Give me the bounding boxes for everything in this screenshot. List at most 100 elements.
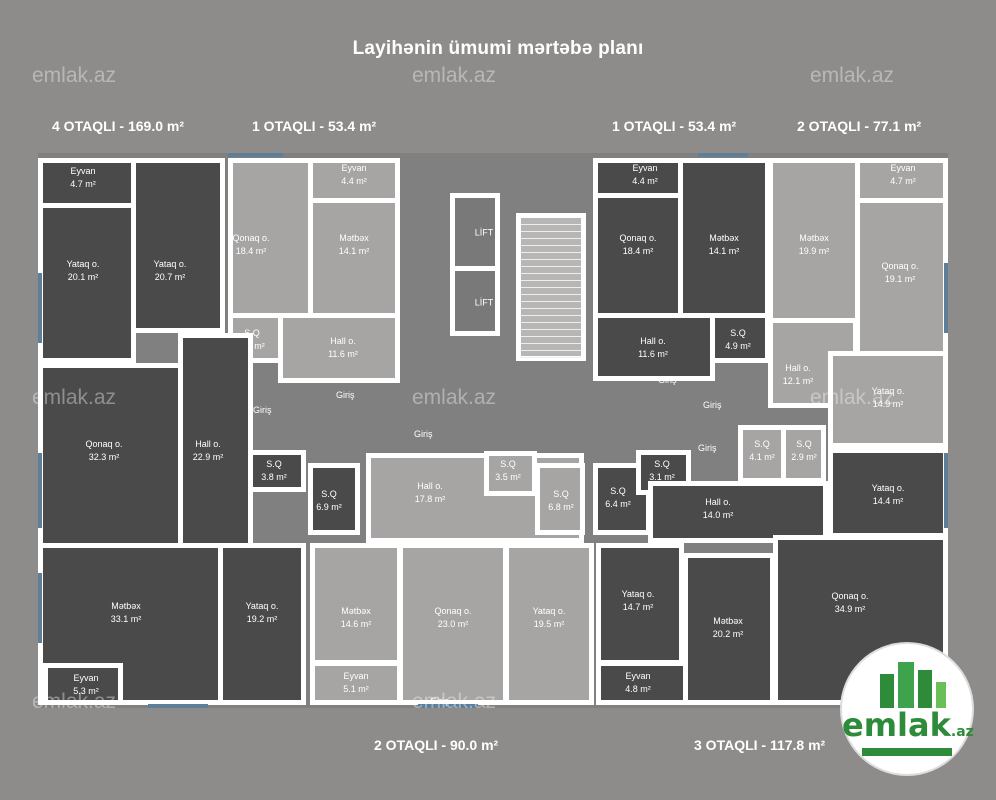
entrance-label: Giriş bbox=[658, 375, 677, 385]
watermark: emlak.az bbox=[32, 386, 117, 409]
room-hall-b bbox=[593, 313, 715, 381]
room-label: Qonaq o.23.0 m² bbox=[434, 606, 472, 629]
window bbox=[148, 704, 208, 708]
watermark: emlak.az bbox=[32, 690, 117, 713]
room-eyvan-f bbox=[596, 661, 688, 705]
room-matbax-e bbox=[310, 543, 402, 665]
room-yataq-a bbox=[38, 203, 136, 363]
room-label: Qonaq o.34.9 m² bbox=[831, 591, 869, 614]
window bbox=[418, 704, 478, 708]
room-label: Qonaq o.32.3 m² bbox=[85, 439, 123, 462]
apartment-label: 3 OTAQLI - 117.8 m² bbox=[694, 737, 826, 753]
watermark: emlak.az bbox=[412, 690, 497, 713]
apartment-label: 2 OTAQLI - 90.0 m² bbox=[374, 737, 499, 753]
room-matbax-a bbox=[308, 198, 400, 318]
room-matbax-f bbox=[683, 553, 775, 705]
room-yataq-d bbox=[218, 543, 306, 705]
room-label: Hall o.17.8 m² bbox=[414, 481, 446, 504]
lift-label: LİFT bbox=[474, 297, 494, 308]
watermark: emlak.az bbox=[412, 64, 497, 87]
apartment-label: 2 OTAQLI - 77.1 m² bbox=[797, 118, 922, 134]
room-label: Yataq o.19.2 m² bbox=[245, 601, 279, 624]
window bbox=[228, 153, 283, 157]
watermark: emlak.az bbox=[32, 64, 117, 87]
entrance-label: Giriş bbox=[414, 429, 433, 439]
watermark: emlak.az bbox=[810, 64, 895, 87]
room-label: Yataq o.20.7 m² bbox=[153, 259, 187, 282]
room-hall-a bbox=[278, 313, 400, 383]
logo-band bbox=[862, 748, 952, 756]
room-label: Hall o.11.6 m² bbox=[638, 336, 668, 359]
room-hall-f bbox=[648, 481, 828, 543]
room-label: Yataq o.14.7 m² bbox=[621, 589, 655, 612]
window bbox=[698, 153, 748, 157]
lift-2 bbox=[450, 266, 500, 336]
room-qonaq-a bbox=[228, 158, 313, 318]
room-yataq-b bbox=[131, 158, 225, 333]
room-sq-d2 bbox=[308, 463, 360, 535]
lift-label: LİFT bbox=[474, 227, 494, 238]
window bbox=[38, 453, 42, 528]
buildings-icon bbox=[880, 662, 946, 708]
room-label: Hall o.11.6 m² bbox=[328, 336, 358, 359]
page-title: Layihənin ümumi mərtəbə planı bbox=[352, 38, 644, 59]
logo-text: emlak.az bbox=[842, 706, 974, 744]
apartment-label: 1 OTAQLI - 53.4 m² bbox=[612, 118, 737, 134]
apartment-label: 4 OTAQLI - 169.0 m² bbox=[52, 118, 184, 134]
room-sq-c2 bbox=[781, 425, 826, 483]
room-label: Yataq o.20.1 m² bbox=[66, 259, 100, 282]
room-label: Qonaq o.18.4 m² bbox=[619, 233, 657, 256]
entrance-label: Giriş bbox=[703, 400, 722, 410]
room-sq-e2 bbox=[535, 463, 585, 535]
window bbox=[944, 263, 948, 333]
entrance-label: Giriş bbox=[430, 696, 449, 706]
watermark: emlak.az bbox=[412, 386, 497, 409]
staircase bbox=[516, 213, 586, 361]
room-label: Hall o.12.1 m² bbox=[782, 363, 814, 386]
room-label: Hall o.22.9 m² bbox=[192, 439, 224, 462]
apartment-label: 1 OTAQLI - 53.4 m² bbox=[252, 118, 377, 134]
emlak-logo: emlak.az bbox=[842, 644, 974, 774]
window bbox=[38, 573, 42, 643]
room-label: Hall o.14.0 m² bbox=[702, 497, 734, 520]
room-label: Qonaq o.19.1 m² bbox=[881, 261, 919, 284]
room-label: Yataq o.14.9 m² bbox=[871, 386, 905, 409]
room-qonaq-b bbox=[593, 193, 683, 318]
room-yataq-e bbox=[504, 543, 594, 705]
room-label: Qonaq o.18.4 m² bbox=[232, 233, 270, 256]
entrance-label: Giriş bbox=[253, 405, 272, 415]
room-matbax-b bbox=[678, 158, 770, 318]
entrance-label: Giriş bbox=[698, 443, 717, 453]
room-sq-b bbox=[710, 313, 770, 363]
room-sq-e1 bbox=[484, 451, 537, 496]
room-yataq-c bbox=[828, 351, 948, 448]
entrance-label: Giriş bbox=[336, 390, 355, 400]
window bbox=[944, 453, 948, 528]
room-eyvan-d bbox=[43, 663, 123, 705]
watermark: emlak.az bbox=[810, 386, 895, 409]
room-sq-d1 bbox=[248, 450, 306, 492]
window bbox=[38, 273, 42, 343]
